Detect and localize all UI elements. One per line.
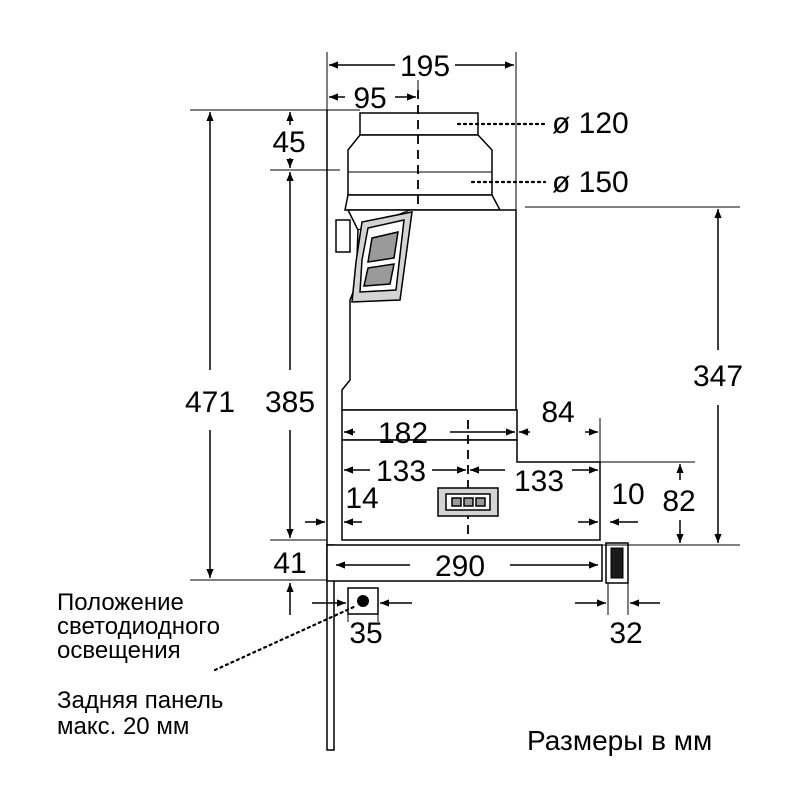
dim-41: 41: [273, 547, 306, 580]
extension-lines: [190, 52, 740, 622]
hood-body: [326, 90, 629, 751]
motor-module: [335, 211, 413, 303]
dim-347: 347: [693, 360, 743, 393]
dim-45: 45: [272, 126, 305, 159]
dim-133-right: 133: [514, 465, 564, 498]
dim-14: 14: [345, 482, 378, 515]
dim-10: 10: [611, 478, 644, 511]
dimension-values: 195 95 45 ø 120 ø 150 471 385 347 182 84…: [185, 50, 743, 650]
dim-35: 35: [349, 617, 382, 650]
dim-82: 82: [662, 485, 695, 518]
led-label-line-2: светодиодного: [57, 613, 220, 640]
dim-84: 84: [541, 396, 574, 429]
front-panel: [326, 544, 603, 582]
rear-panel-label-line-2: макс. 20 мм: [57, 713, 189, 740]
led-label-line-1: Положение: [57, 589, 184, 616]
dim-dia-150: ø 150: [552, 166, 629, 199]
led-label-line-3: освещения: [57, 637, 181, 664]
dim-133-left: 133: [376, 455, 426, 488]
units-caption: Размеры в мм: [527, 725, 712, 756]
lower-body: [341, 409, 518, 441]
dim-385: 385: [265, 386, 315, 419]
dim-195: 195: [400, 50, 450, 83]
callout-labels: Положение светодиодного освещения Задняя…: [57, 589, 712, 756]
dim-471: 471: [185, 386, 235, 419]
led-light: [357, 595, 369, 607]
rear-panel-label-line-1: Задняя панель: [57, 687, 223, 714]
dim-32: 32: [609, 617, 642, 650]
dimension-arrows: [206, 61, 722, 615]
dim-290: 290: [435, 550, 485, 583]
filter-grille: [437, 487, 499, 517]
leader-lines: [213, 122, 547, 672]
dim-dia-120: ø 120: [552, 107, 629, 140]
dim-95: 95: [353, 82, 386, 115]
dim-182: 182: [378, 417, 428, 450]
duct-connector-150: [347, 134, 493, 196]
